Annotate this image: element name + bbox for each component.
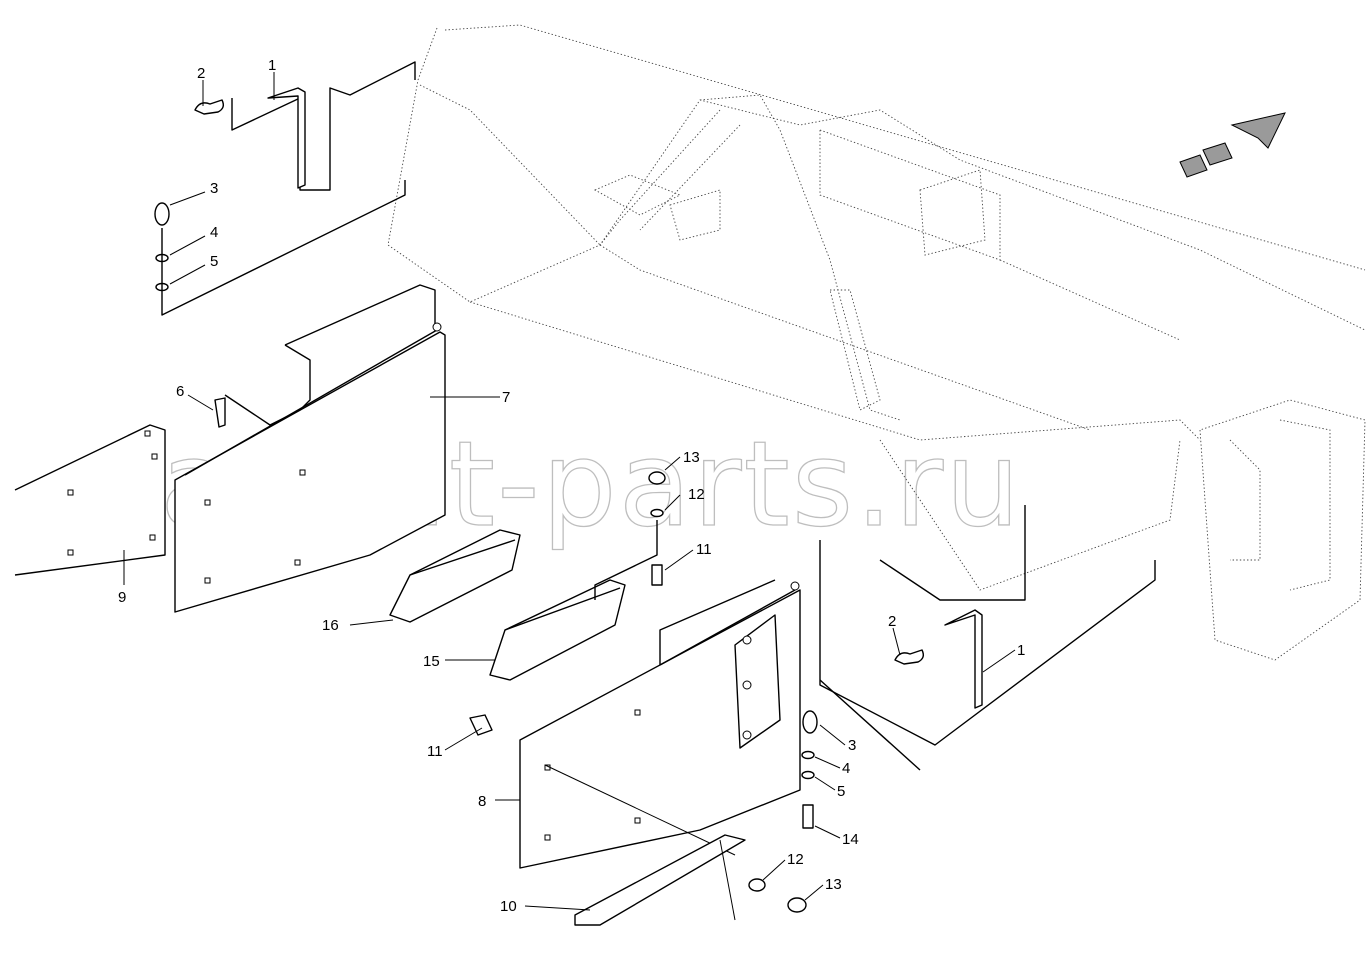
callout-3-right: 3 bbox=[848, 737, 856, 754]
callout-5-top: 5 bbox=[210, 253, 218, 270]
nut-part-13-bottom bbox=[787, 897, 807, 913]
pin-part-1 bbox=[267, 87, 306, 189]
callout-9: 9 bbox=[118, 589, 126, 606]
right-pin-group bbox=[801, 505, 1156, 829]
pad-part-15 bbox=[489, 579, 626, 681]
panel-9-holes bbox=[67, 430, 158, 556]
cover-panel-part-8 bbox=[519, 589, 801, 869]
callout-8: 8 bbox=[478, 793, 486, 810]
panel-8-holes bbox=[544, 709, 641, 841]
bolt-part-14 bbox=[802, 804, 814, 829]
callout-5-right: 5 bbox=[837, 783, 845, 800]
callout-10: 10 bbox=[500, 898, 517, 915]
eye-bolt-part-3-right bbox=[802, 710, 818, 734]
eye-bolt-part-3 bbox=[154, 202, 170, 226]
top-left-pin-group bbox=[154, 61, 416, 316]
clip-part-2 bbox=[194, 99, 225, 115]
callout-14: 14 bbox=[842, 831, 859, 848]
callout-11-bottom: 11 bbox=[427, 743, 443, 760]
callout-16: 16 bbox=[322, 617, 339, 634]
washer-part-12-bottom bbox=[748, 878, 766, 892]
callout-11-top: 11 bbox=[696, 541, 712, 558]
bolt-part-6 bbox=[214, 397, 226, 428]
callout-labels: 1 2 3 4 5 6 7 9 13 12 11 16 15 2 1 11 3 … bbox=[118, 57, 1025, 915]
cover-panel-part-7 bbox=[174, 331, 446, 613]
callout-7: 7 bbox=[502, 389, 510, 406]
callout-13-top: 13 bbox=[683, 449, 700, 466]
machine-frame bbox=[387, 24, 1366, 661]
callout-2-top: 2 bbox=[197, 65, 205, 82]
hinge-plate bbox=[734, 614, 781, 749]
clip-part-2-right bbox=[894, 649, 925, 665]
callout-6: 6 bbox=[176, 383, 184, 400]
callout-15: 15 bbox=[423, 653, 440, 670]
callout-1-top: 1 bbox=[268, 57, 276, 74]
travel-direction-arrow-icon bbox=[1179, 112, 1286, 178]
callout-3-top: 3 bbox=[210, 180, 218, 197]
callout-2-right: 2 bbox=[888, 613, 896, 630]
callout-12-top: 12 bbox=[688, 486, 705, 503]
bar-part-10 bbox=[574, 834, 746, 926]
leader-lines bbox=[123, 72, 1016, 911]
callout-13-bottom: 13 bbox=[825, 876, 842, 893]
callout-4-right: 4 bbox=[842, 760, 850, 777]
panel-7-holes bbox=[204, 469, 306, 584]
callout-1-right: 1 bbox=[1017, 642, 1025, 659]
callout-12-bottom: 12 bbox=[787, 851, 804, 868]
side-panel-part-9 bbox=[14, 424, 166, 576]
pin-part-1-right bbox=[944, 609, 983, 709]
top-center-hardware bbox=[594, 471, 666, 600]
callout-4-top: 4 bbox=[210, 224, 218, 241]
bolt-part-11-bottom bbox=[469, 714, 493, 736]
